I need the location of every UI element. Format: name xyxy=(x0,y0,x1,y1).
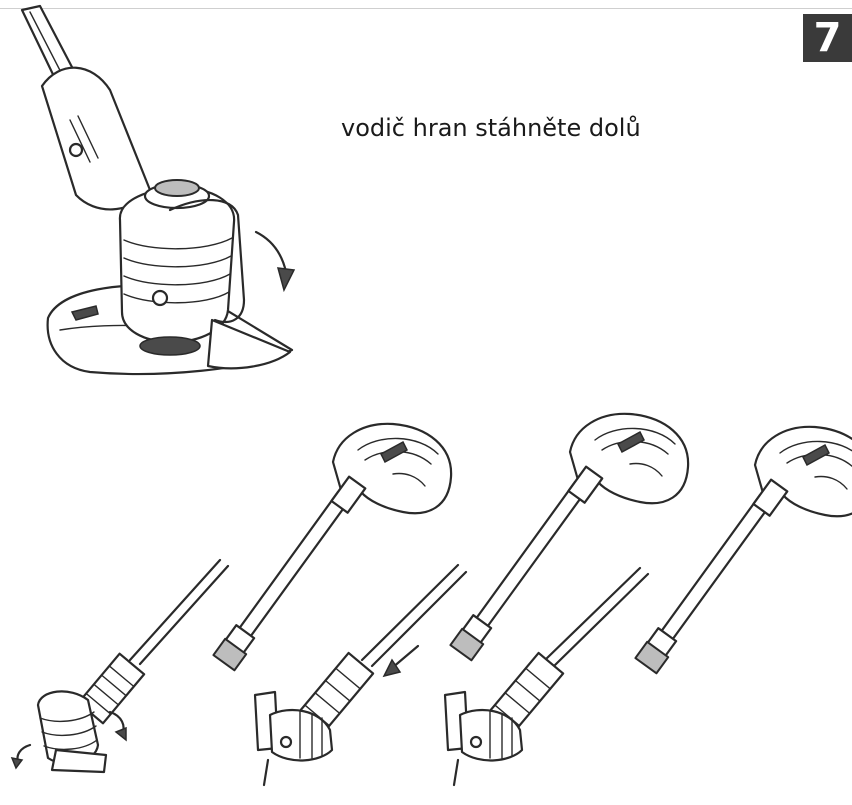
trimmer-rotate-head xyxy=(10,422,453,774)
trimmer-head-closeup xyxy=(20,4,296,376)
top-divider xyxy=(0,8,852,9)
step-number-badge: 7 xyxy=(803,14,852,62)
trimmer-assembled xyxy=(443,425,852,787)
instruction-caption: vodič hran stáhněte dolů xyxy=(341,114,641,142)
trimmer-slide-shaft xyxy=(253,412,690,787)
